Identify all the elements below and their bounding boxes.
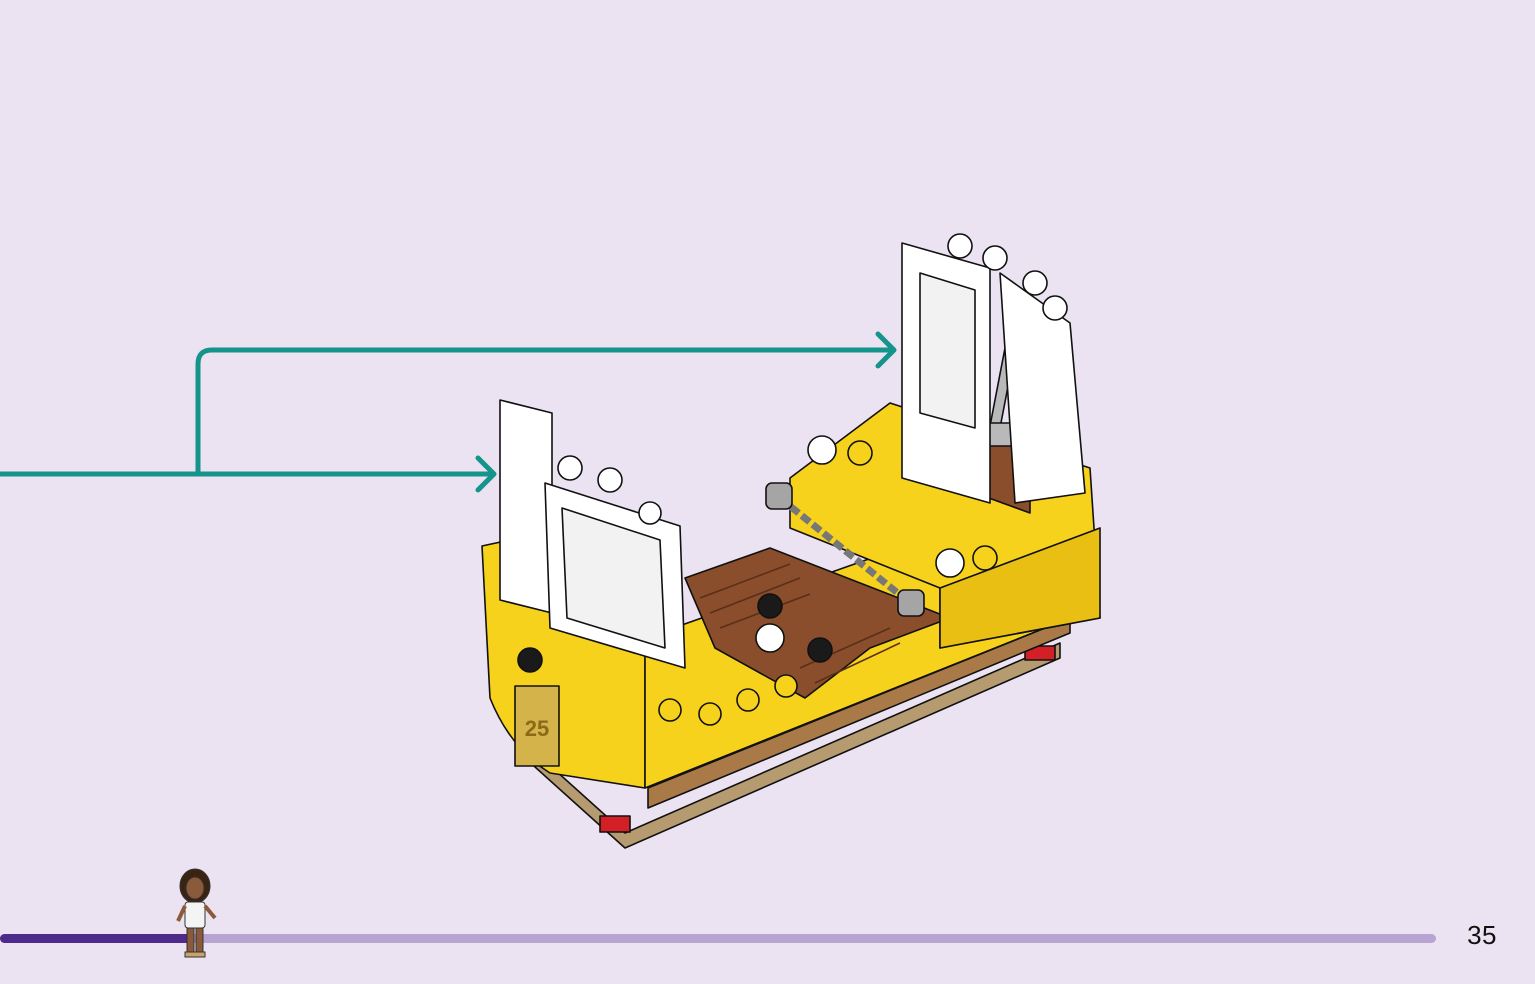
model-badge: 25 — [525, 716, 549, 741]
lego-model-illustration: 25 — [481, 233, 1101, 849]
page-number: 35 — [1467, 920, 1497, 950]
progress-bar-fill — [0, 934, 187, 943]
minifigure-icon — [176, 868, 217, 958]
callout-arrow-icon — [0, 331, 897, 493]
progress-bar — [0, 934, 1436, 943]
